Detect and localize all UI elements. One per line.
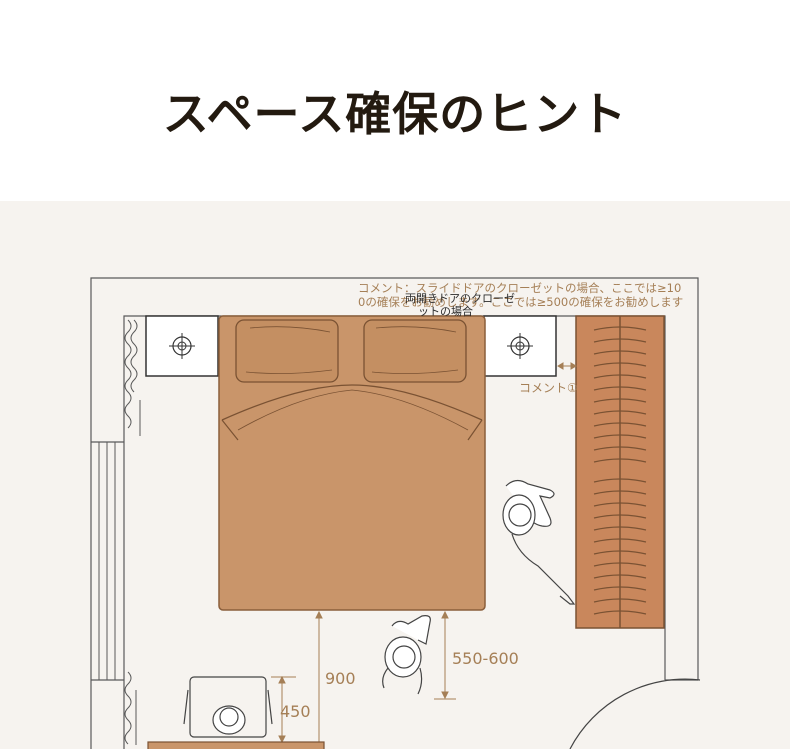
comment-ref-label: コメント① [519, 381, 578, 395]
closet-gap-arrow [557, 362, 577, 370]
nightstand-right [483, 315, 557, 377]
dimension-label-900: 900 [325, 669, 356, 688]
curtain-bottom [124, 671, 137, 745]
double-door-text-line1: 両開きドアのクローゼ [405, 292, 515, 305]
comment-text-line1: コメント：スライドドアのクローゼットの場合、ここでは≥10 [358, 281, 681, 295]
door-swing [569, 678, 701, 749]
comment-text-line2: 0の確保をお勧めします。ここでは≥500の確保をお勧めします [358, 295, 683, 309]
dimension-bed-to-desk [315, 610, 323, 745]
dimension-550-600 [434, 610, 456, 700]
double-door-text-line2: ットの場合 [418, 304, 473, 318]
dimension-label-550-600: 550-600 [452, 649, 519, 668]
page-title: スペース確保のヒント [162, 87, 628, 141]
closet [575, 315, 665, 629]
window [98, 442, 116, 680]
person-near-closet [502, 479, 576, 605]
dimension-450 [271, 675, 296, 744]
title-band: スペース確保のヒント [0, 0, 790, 201]
bed [218, 315, 486, 611]
desk-chair [183, 676, 273, 738]
curtain-top [124, 319, 141, 436]
person-below-bed [382, 615, 431, 695]
dimension-label-450: 450 [280, 702, 311, 721]
desk [147, 741, 325, 749]
nightstand-left [145, 315, 219, 377]
